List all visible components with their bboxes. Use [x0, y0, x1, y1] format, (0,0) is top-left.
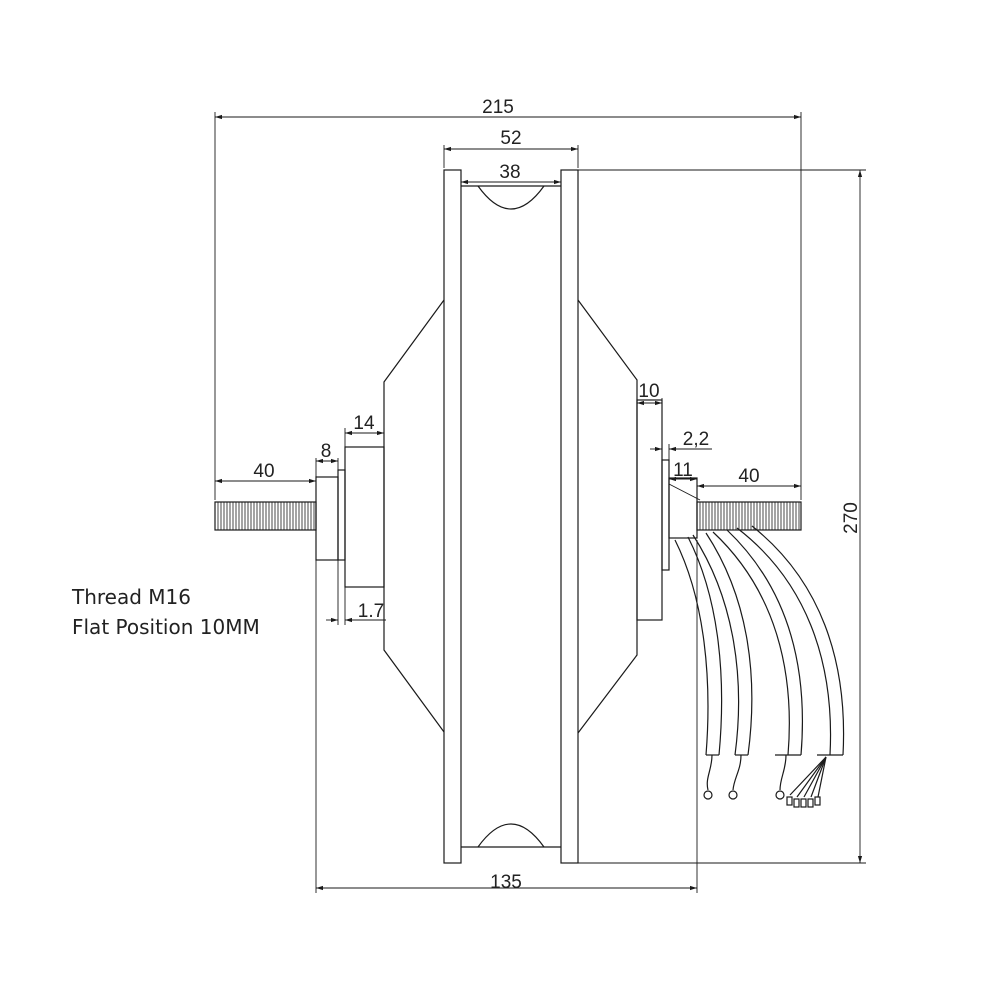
dim-rim-inner-width: 38 [499, 162, 520, 183]
right-flange [636, 399, 663, 621]
dim-left-axle: 40 [253, 461, 274, 482]
left-axle [214, 501, 317, 531]
dim-right-axle: 40 [738, 466, 759, 487]
dim-left-nut: 8 [321, 441, 332, 462]
dim-rim-outer-width: 52 [500, 128, 521, 149]
dim-right-nut: 11 [673, 460, 693, 481]
dimension-lines [214, 112, 866, 893]
left-spacer [337, 469, 346, 561]
motor-body [214, 169, 802, 864]
right-side-cover [577, 299, 638, 734]
dim-overall-height: 270 [841, 502, 862, 534]
right-nut [668, 477, 698, 539]
rim-groove-bottom [477, 823, 545, 848]
rim-groove-top [477, 185, 545, 210]
cable-bundle [674, 525, 845, 808]
flat-position-note: Flat Position 10MM [72, 615, 260, 639]
left-nut [315, 476, 339, 561]
dim-right-flange: 10 [638, 381, 659, 402]
rim-right-wall [560, 169, 579, 864]
dim-right-spacer: 2,2 [683, 429, 709, 450]
dim-left-spacer: 1.7 [358, 601, 384, 622]
right-axle-thread [699, 502, 800, 530]
right-spacer [661, 459, 670, 571]
dim-left-flange: 14 [353, 413, 375, 434]
left-axle-thread [217, 502, 315, 530]
rim-left-wall [443, 169, 462, 864]
dim-dropout-width: 135 [490, 872, 522, 893]
dimension-labels: 215 52 38 270 40 8 14 1.7 10 2,2 11 40 1… [253, 97, 862, 893]
left-side-cover [383, 299, 445, 733]
right-axle [696, 501, 802, 531]
left-flange [344, 446, 385, 588]
thread-note: Thread M16 [72, 585, 191, 609]
dim-overall-width: 215 [482, 97, 514, 118]
